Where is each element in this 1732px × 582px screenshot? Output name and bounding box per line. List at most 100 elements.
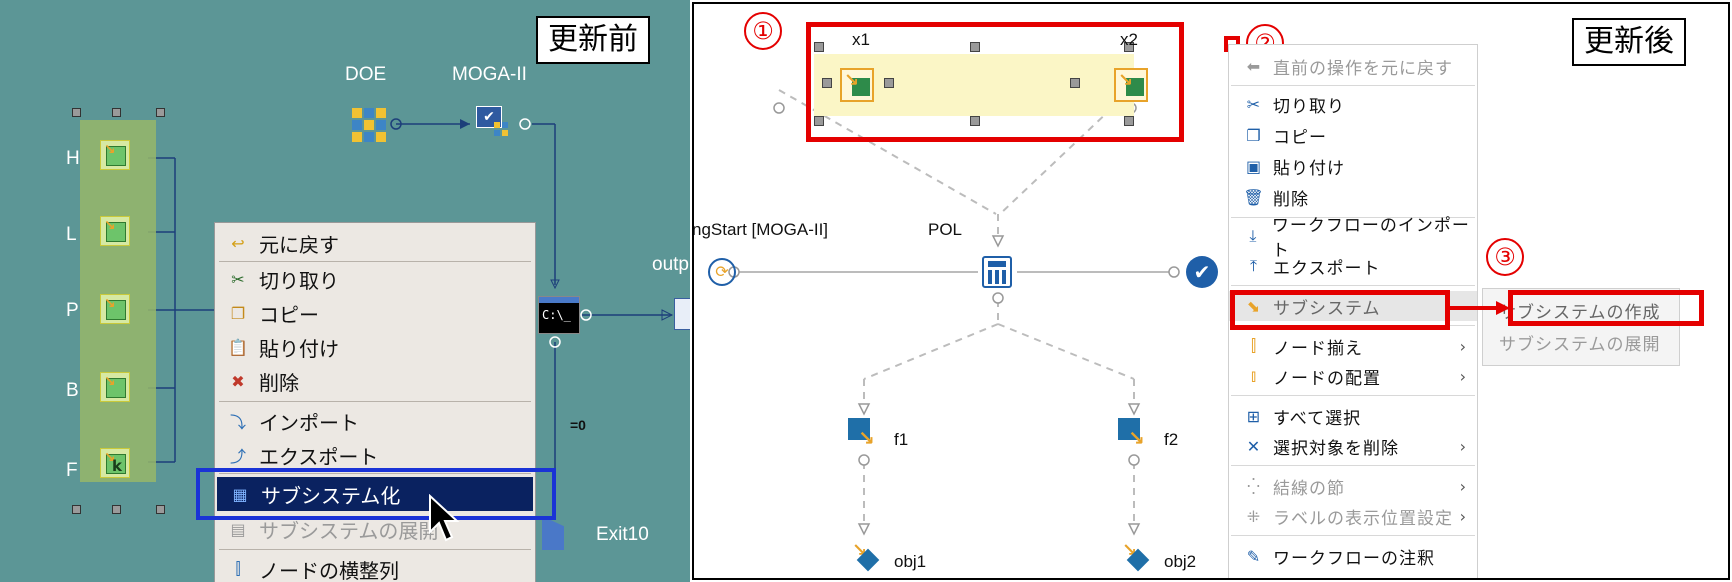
- output-node-f1[interactable]: ↘: [848, 418, 878, 450]
- menu-item-copy[interactable]: ❐コピー: [1229, 120, 1477, 150]
- undo-icon: ⬅: [1246, 56, 1262, 76]
- marker-1: ①: [744, 12, 782, 50]
- resize-handle[interactable]: [156, 505, 165, 514]
- menu-item-import[interactable]: ⤓ワークフローのインポート: [1229, 216, 1477, 261]
- menu-item-cut[interactable]: ✂ 切り取り: [215, 263, 535, 295]
- output-node[interactable]: [674, 298, 690, 330]
- menu-label: サブシステムの作成: [1499, 302, 1661, 323]
- marker-3: ③: [1486, 238, 1524, 276]
- input-node-f[interactable]: ↘k: [100, 448, 130, 478]
- menu-item-export[interactable]: ⤒エクスポート: [1229, 251, 1477, 281]
- resize-handle[interactable]: [970, 116, 980, 126]
- align-nodes-icon: ⫿: [235, 559, 241, 578]
- menu-label: 貼り付け: [1273, 158, 1345, 179]
- select-all-icon: ⊞: [1246, 406, 1262, 426]
- resize-handle[interactable]: [1124, 42, 1134, 52]
- output-node-f2[interactable]: ↘: [1118, 418, 1148, 450]
- menu-label: インポート: [259, 410, 359, 435]
- menu-label: 切り取り: [259, 268, 339, 293]
- scissors-icon: ✂: [231, 269, 245, 289]
- resize-handle[interactable]: [970, 42, 980, 52]
- paste-icon: ▣: [1245, 156, 1263, 176]
- import-icon: ⤵: [229, 413, 246, 432]
- resize-handle[interactable]: [112, 505, 121, 514]
- submenu-item-create-subsystem[interactable]: サブシステムの作成: [1483, 295, 1679, 325]
- menu-item-select-all[interactable]: ⊞すべて選択: [1229, 401, 1477, 431]
- align-icon: ⫿: [1250, 336, 1258, 355]
- input-node-l[interactable]: ↘: [100, 216, 130, 246]
- menu-item-distribute[interactable]: ⫾ノードの配置›: [1229, 361, 1477, 391]
- input-node-p[interactable]: ↘: [100, 294, 130, 324]
- resize-handle[interactable]: [814, 116, 824, 126]
- chevron-right-icon: ›: [1459, 336, 1467, 356]
- menu-item-paste[interactable]: ▣ 貼り付け: [1229, 151, 1477, 181]
- menu-item-export[interactable]: ⤴エクスポート: [215, 439, 535, 471]
- export-icon: ⤴: [229, 447, 246, 466]
- chevron-right-icon: ›: [1459, 506, 1467, 526]
- chevron-right-icon: ›: [1459, 476, 1467, 496]
- equals-label: =0: [570, 417, 586, 433]
- menu-item-deselect[interactable]: ✕選択対象を削除›: [1229, 431, 1477, 461]
- menu-item-align[interactable]: ⫿ ノード揃え ›: [1229, 331, 1477, 361]
- menu-item-paste[interactable]: 📋貼り付け: [215, 331, 535, 363]
- menu-item-import[interactable]: ⤵ インポート: [215, 405, 535, 437]
- console-node[interactable]: C:\_: [538, 296, 580, 334]
- resize-handle[interactable]: [1124, 116, 1134, 126]
- highlight-frame: [196, 468, 556, 520]
- doe-node[interactable]: [352, 108, 386, 142]
- resize-handle[interactable]: [156, 108, 165, 117]
- check-circle-icon[interactable]: ✔: [1186, 256, 1218, 288]
- resize-handle[interactable]: [1070, 78, 1080, 88]
- resize-handle[interactable]: [72, 505, 81, 514]
- menu-item-copy[interactable]: ❐コピー: [215, 297, 535, 329]
- start-node[interactable]: ⟳: [708, 258, 736, 286]
- trash-icon: 🗑: [1243, 187, 1265, 207]
- deselect-icon: ✕: [1246, 436, 1262, 456]
- menu-item-link-node[interactable]: ⁛ 結線の節 ›: [1229, 471, 1477, 501]
- input-label-f: F: [66, 460, 78, 481]
- menu-label: コピー: [259, 302, 319, 327]
- input-label-b: B: [66, 380, 79, 401]
- exit-node[interactable]: [542, 516, 564, 550]
- input-label-p: P: [66, 300, 79, 321]
- menu-item-label-position[interactable]: ⁜ラベルの表示位置設定›: [1229, 501, 1477, 531]
- objective-node-obj1[interactable]: ↘: [848, 540, 880, 572]
- input-node-b[interactable]: ↘: [100, 372, 130, 402]
- resize-handle[interactable]: [822, 78, 832, 88]
- menu-item-undo[interactable]: ⬅直前の操作を元に戻す: [1229, 51, 1477, 81]
- submenu-item-expand-subsystem[interactable]: サブシステムの展開: [1483, 327, 1679, 357]
- resize-handle[interactable]: [112, 108, 121, 117]
- objective-node-obj2[interactable]: ↘: [1118, 540, 1150, 572]
- link-node-icon: ⁛: [1247, 476, 1261, 496]
- input-node-h[interactable]: ↘: [100, 140, 130, 170]
- menu-label: ノードの配置: [1273, 368, 1381, 389]
- output-arrow-icon: ↘: [1128, 426, 1145, 450]
- input-node-x2[interactable]: ↘: [1114, 68, 1148, 102]
- scissors-icon: ✂: [1246, 94, 1262, 114]
- resize-handle[interactable]: [814, 42, 824, 52]
- menu-item-delete[interactable]: ✖削除: [215, 365, 535, 397]
- menu-item-align-nodes[interactable]: ⫿ノードの横整列: [215, 553, 535, 582]
- resize-handle[interactable]: [72, 108, 81, 117]
- resize-handle[interactable]: [884, 78, 894, 88]
- export-icon: ⤒: [1249, 256, 1259, 275]
- menu-label: 結線の節: [1273, 478, 1345, 499]
- f2-label: f2: [1164, 430, 1179, 449]
- menu-item-annotation[interactable]: ✎ワークフローの注釈: [1229, 541, 1477, 571]
- menu-label: ノード揃え: [1273, 338, 1363, 359]
- input-node-x1[interactable]: ↘: [840, 68, 874, 102]
- menu-item-subsystem[interactable]: ⬊サブシステム: [1229, 291, 1477, 321]
- input-arrow-icon: ↘: [1118, 70, 1134, 91]
- menu-item-subsystem[interactable]: ▦サブシステム化: [217, 477, 533, 511]
- obj1-label: obj1: [894, 552, 927, 571]
- menu-label: サブシステム: [1273, 298, 1381, 319]
- moga-label: MOGA-II: [452, 64, 527, 85]
- menu-item-expand-subsystem[interactable]: ▤サブシステムの展開: [215, 513, 535, 545]
- menu-item-undo[interactable]: ↩元に戻す: [215, 227, 535, 259]
- menu-item-delete[interactable]: 🗑削除: [1229, 182, 1477, 212]
- node-glyph: k: [112, 457, 122, 475]
- menu-item-cut[interactable]: ✂切り取り: [1229, 89, 1477, 119]
- moga-node[interactable]: ✔: [476, 106, 514, 142]
- after-panel: x1 ↘ x2 ↘ ① ngStart [MOGA-II] ⟳ POL ✔ ↘ …: [692, 2, 1730, 580]
- calculator-icon[interactable]: [982, 256, 1012, 288]
